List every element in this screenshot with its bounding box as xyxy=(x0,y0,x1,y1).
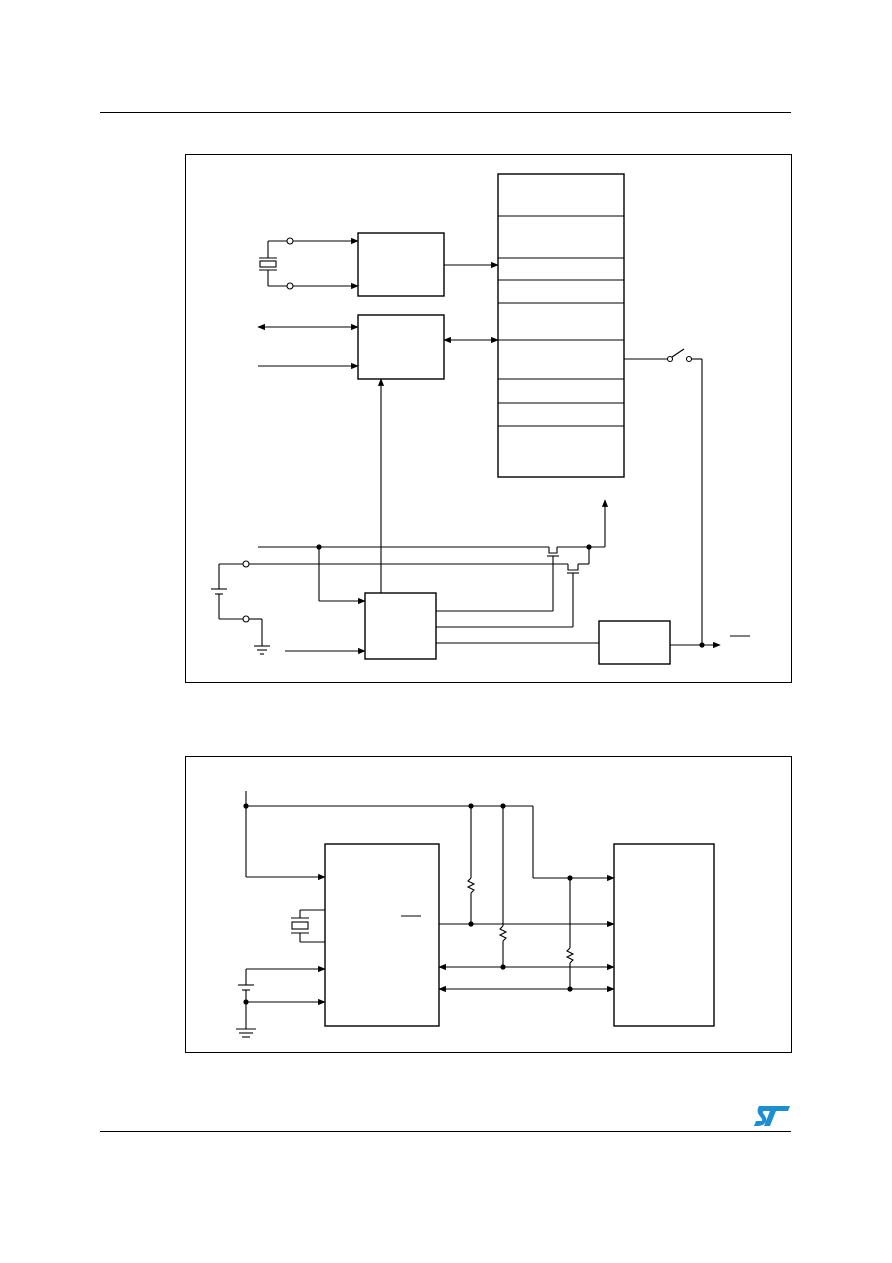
resistor-1-icon xyxy=(466,877,476,894)
rtc-device-block xyxy=(324,843,440,1027)
crystal-icon xyxy=(259,240,290,287)
battery-icon xyxy=(211,563,243,620)
figure-2-diagram xyxy=(236,791,715,1038)
figure-1-diagram xyxy=(211,173,750,665)
resistor-2-icon xyxy=(498,925,508,942)
transistor-1-icon xyxy=(547,546,605,611)
oscillator-block xyxy=(357,232,445,297)
st-logo-icon xyxy=(754,1106,790,1126)
battery-2-icon xyxy=(238,965,326,1029)
register-stack xyxy=(497,173,625,478)
vbat-pin-icon xyxy=(242,560,250,568)
ground-icon xyxy=(254,645,270,655)
vss-pin-icon xyxy=(242,615,250,623)
switch-icon xyxy=(624,348,703,645)
xo-pin-icon xyxy=(286,282,294,290)
mcu-device-block xyxy=(613,843,715,1027)
footer-rule xyxy=(100,1131,791,1132)
serial-interface-block xyxy=(357,314,445,380)
figure-1-frame xyxy=(185,154,792,683)
power-control-block xyxy=(364,592,437,660)
crystal-2-icon xyxy=(291,909,325,943)
xi-pin-icon xyxy=(286,237,294,245)
resistor-3-icon xyxy=(565,947,575,964)
figure-2-frame xyxy=(185,756,792,1053)
transistor-2-icon xyxy=(567,563,589,627)
header-rule xyxy=(100,112,791,113)
ground-2-icon xyxy=(236,1028,256,1038)
output-buffer-block xyxy=(598,620,671,665)
